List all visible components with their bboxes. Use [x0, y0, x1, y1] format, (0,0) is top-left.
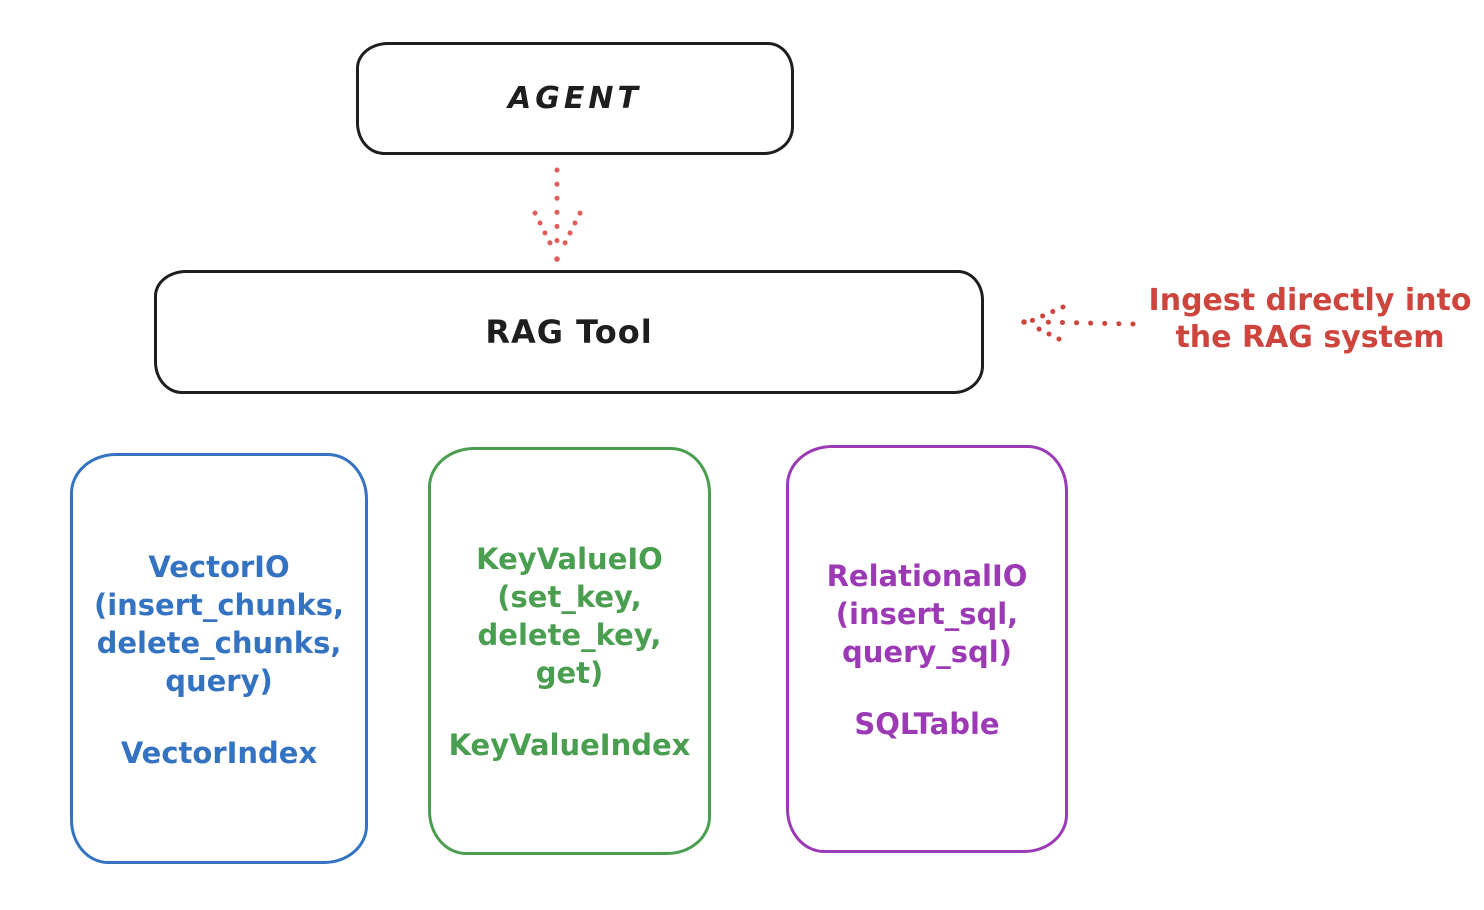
agent-to-rag-arrow [532, 167, 583, 262]
agent-node: AGENT [356, 42, 794, 155]
vector-index-label: VectorIndex [120, 735, 318, 770]
annotation-arrow [1021, 304, 1136, 342]
relational-io-title: RelationalIO (insert_sql, query_sql) [826, 559, 1028, 669]
keyvalue-io-node: KeyValueIO (set_key, delete_key, get) Ke… [428, 447, 711, 855]
relational-io-node: RelationalIO (insert_sql, query_sql) SQL… [786, 445, 1068, 853]
rag-tool-node: RAG Tool [154, 270, 984, 394]
vector-io-title: VectorIO (insert_chunks, delete_chunks, … [93, 549, 345, 698]
ingest-annotation: Ingest directly into the RAG system [1148, 283, 1472, 355]
keyvalue-index-label: KeyValueIndex [448, 728, 691, 762]
keyvalue-io-title: KeyValueIO (set_key, delete_key, get) [476, 542, 663, 690]
vector-io-node: VectorIO (insert_chunks, delete_chunks, … [70, 453, 368, 864]
sqltable-label: SQLTable [854, 707, 1000, 741]
agent-label: AGENT [508, 81, 642, 116]
rag-tool-label: RAG Tool [485, 313, 653, 351]
